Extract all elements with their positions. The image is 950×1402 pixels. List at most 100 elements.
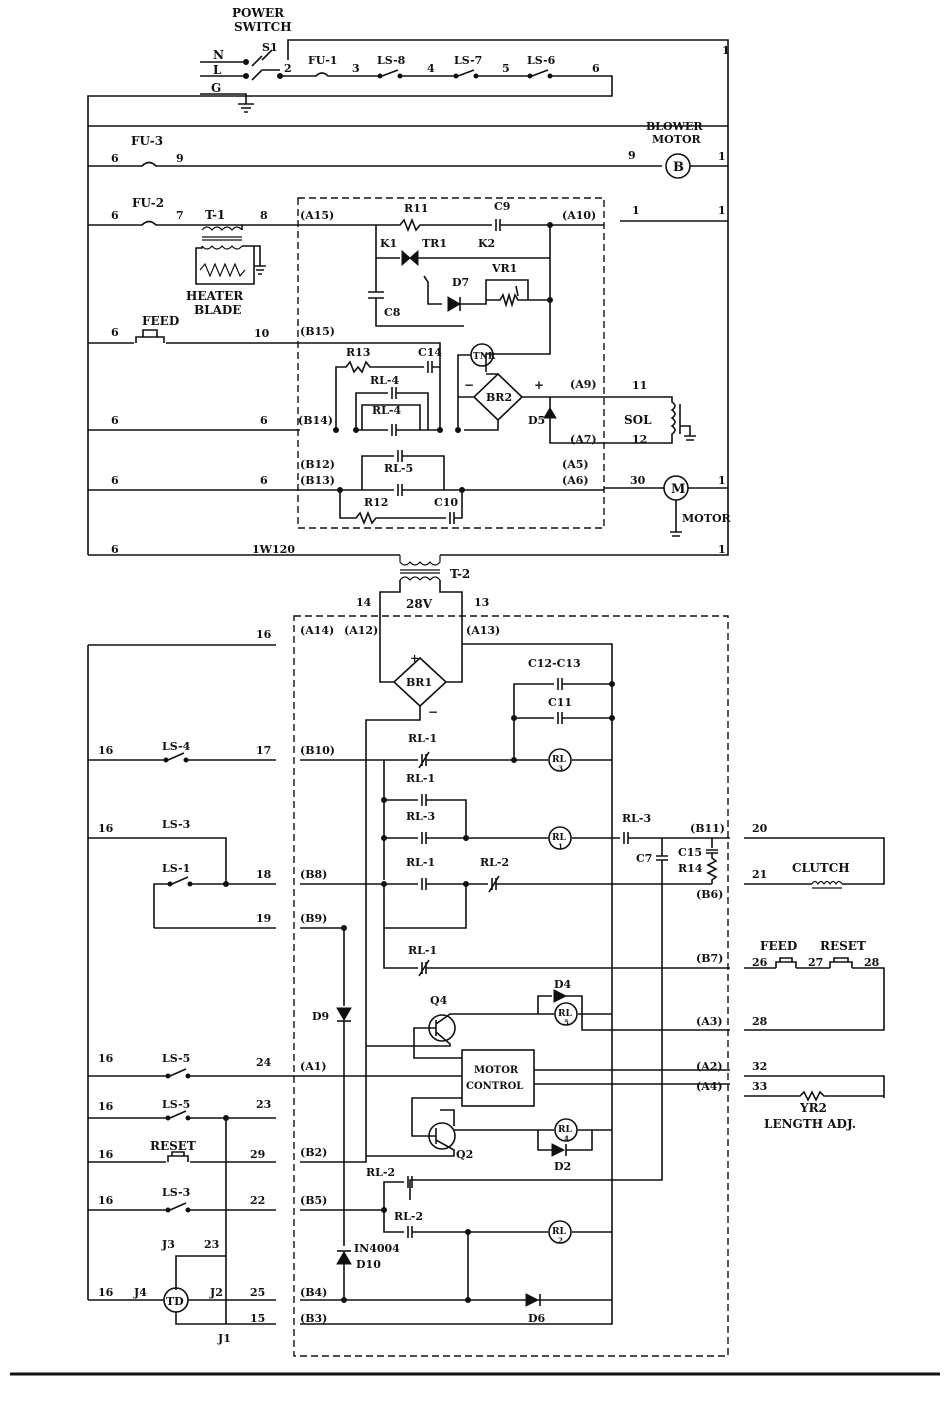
b4-node-2 — [465, 1297, 471, 1303]
td-timer-icon — [163, 1287, 189, 1313]
wire-6-t2: 6 — [111, 543, 119, 556]
ls1-contact-2 — [187, 881, 193, 887]
b3-line — [300, 1300, 613, 1325]
rl1a-label: RL-1 — [408, 732, 437, 745]
wire-9a: 9 — [176, 152, 184, 165]
b2-line — [300, 1150, 367, 1163]
rl2-coil-num: 2 — [558, 1236, 563, 1245]
g-label: G — [211, 81, 221, 95]
28v-label: 28V — [406, 597, 433, 611]
d10-diode-icon — [336, 1251, 352, 1265]
j2-label: J2 — [209, 1286, 223, 1299]
t1-label: T-1 — [205, 208, 225, 222]
r13-label: R13 — [346, 346, 370, 359]
wire-1-r2: 1 — [718, 204, 726, 217]
rl4-contacts — [355, 387, 440, 436]
lower-right-externals: 20 21 CLUTCH FEED RESET 26 27 28 28 32 3… — [744, 822, 885, 1131]
lower-control-board: (A14) (A12) (A13) BR1 + − C12-C13 C11 — [293, 615, 729, 1357]
in4004-label: IN4004 — [354, 1242, 400, 1255]
ls6-switch-icon — [87, 69, 613, 555]
rl1-coil-num: 1 — [558, 842, 563, 851]
neutral-wire — [200, 39, 729, 535]
motor-control-label-2: CONTROL — [466, 1081, 523, 1092]
c11-c12-caps — [513, 678, 612, 760]
wire-28b: 28 — [752, 1015, 768, 1028]
rl4-coil-icon — [554, 1118, 578, 1142]
sol-label: SOL — [624, 413, 652, 427]
br1-plus: + — [410, 652, 419, 665]
d4-diode-icon — [553, 989, 568, 1003]
rail-16 — [87, 644, 276, 1300]
feed-row: FEED 6 10 — [88, 314, 276, 344]
wire-23b: 23 — [204, 1238, 219, 1251]
rl1-coil-label: RL — [552, 833, 566, 843]
wire-11: 11 — [632, 379, 647, 392]
feed-pushbutton-icon — [88, 329, 276, 344]
d2-diode-icon — [551, 1143, 566, 1157]
ls5b-switch-icon — [88, 1110, 276, 1324]
j4-label: J4 — [133, 1286, 147, 1299]
ls3b-label: LS-3 — [162, 1186, 190, 1199]
ls7-contact — [453, 73, 459, 79]
wire-3: 3 — [352, 62, 360, 75]
rl4-coil-num: 4 — [564, 1134, 569, 1143]
ls4-switch-icon — [88, 752, 276, 761]
wire-32: 32 — [752, 1060, 767, 1073]
vr1-label: VR1 — [491, 262, 517, 275]
a2-pin: (A2) — [696, 1060, 723, 1073]
d5-label: D5 — [528, 414, 545, 427]
rl2-coil-label: RL — [552, 1227, 566, 1237]
b7-line — [383, 928, 730, 977]
wire-27: 27 — [808, 956, 823, 969]
motor-label: MOTOR — [682, 512, 732, 525]
blower-symbol: B — [673, 160, 684, 175]
heater-blade-label: HEATER — [186, 289, 244, 303]
a15-a10-branch — [276, 217, 604, 372]
q2-leads — [366, 1097, 462, 1157]
c10-label: C10 — [434, 496, 458, 509]
upper-board-outline — [297, 197, 605, 529]
motor-wire — [604, 487, 728, 537]
wire-16b: 16 — [98, 744, 114, 757]
rl2a-label: RL-2 — [366, 1166, 395, 1179]
r14-label: R14 — [678, 862, 703, 875]
ls5a-contact — [165, 1073, 171, 1079]
blower-label: BLOWER — [646, 120, 703, 133]
heater-wire — [195, 225, 266, 285]
wire-5: 5 — [502, 62, 510, 75]
fu2-label: FU-2 — [132, 196, 164, 210]
d6-label: D6 — [528, 1312, 546, 1325]
blower-label-2: MOTOR — [652, 133, 702, 146]
b4-pin: (B4) — [300, 1286, 327, 1299]
wire-29: 29 — [250, 1148, 265, 1161]
ls4-contact-2 — [183, 757, 189, 763]
b10-line — [300, 751, 612, 769]
wire-16c: 16 — [98, 822, 114, 835]
rl3-coil-num: 3 — [558, 764, 563, 773]
terminal-2 — [277, 73, 283, 79]
rl5-coil-num: 5 — [564, 1018, 569, 1027]
t2-primary-wire — [88, 535, 729, 556]
wire-16f: 16 — [98, 1148, 114, 1161]
t2-secondary-wire — [379, 580, 463, 620]
b14-node-2 — [353, 427, 359, 433]
r11-label: R11 — [404, 202, 428, 215]
ls8-contact-2 — [397, 73, 403, 79]
r12-label: R12 — [364, 496, 388, 509]
b10-pin: (B10) — [300, 744, 335, 757]
ls3-switch-row — [88, 837, 227, 884]
wire-16g: 16 — [98, 1194, 114, 1207]
rl2-contacts — [300, 1176, 612, 1300]
b8-line — [300, 875, 712, 929]
rl3-node — [381, 835, 387, 841]
ls7-switch-icon — [440, 69, 520, 77]
tnr-wire — [457, 354, 471, 430]
vr1-node — [547, 297, 553, 303]
s1-label: S1 — [262, 41, 278, 54]
a10-node — [547, 222, 553, 228]
ls5a-switch-icon — [88, 1068, 462, 1077]
wire-13: 13 — [474, 596, 489, 609]
a4-pin: (A4) — [696, 1080, 723, 1093]
c11-node — [511, 715, 517, 721]
